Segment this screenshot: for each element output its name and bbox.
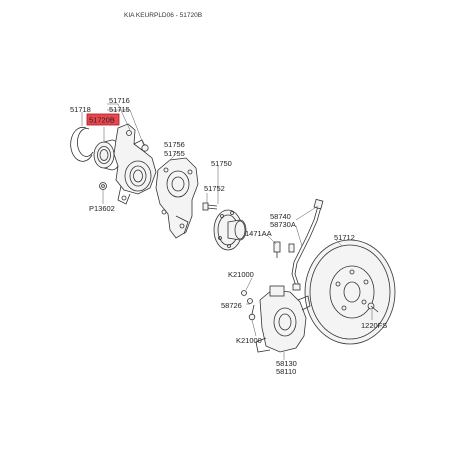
label-51752[interactable]: 51752 — [204, 184, 225, 193]
hose-clip — [273, 241, 281, 258]
brake-caliper — [255, 285, 311, 353]
label-51716[interactable]: 51716 — [109, 96, 130, 105]
label-51720b[interactable]: 51720B — [89, 116, 115, 125]
label-58110[interactable]: 58110 — [276, 367, 296, 376]
highlight-box — [86, 113, 120, 126]
brake-hose — [288, 198, 324, 291]
label-58726[interactable]: 58726 — [221, 301, 242, 310]
disc-screw — [367, 302, 379, 313]
label-k21000-top[interactable]: K21000 — [228, 270, 254, 279]
label-51718[interactable]: 51718 — [70, 105, 91, 114]
label-58130[interactable]: 58130 — [276, 359, 297, 368]
dust-cover — [155, 157, 199, 239]
label-58730a[interactable]: 58730A — [270, 220, 296, 229]
diagram-title: KIA KEURPLD06 - 51720B — [124, 12, 202, 19]
brake-disc — [304, 239, 396, 345]
steering-knuckle — [113, 123, 157, 205]
label-51715[interactable]: 51715 — [109, 105, 130, 114]
part-labels: 51716 51715 51718 51720B 51756 51755 517… — [70, 96, 387, 376]
label-k21000-bottom[interactable]: K21000 — [236, 336, 262, 345]
label-p13602[interactable]: P13602 — [89, 204, 115, 213]
label-51755[interactable]: 51755 — [164, 149, 185, 158]
label-1471aa[interactable]: 1471AA — [245, 229, 272, 238]
hub-bolt — [202, 202, 218, 211]
label-1220fs[interactable]: 1220FS — [361, 321, 387, 330]
label-51750[interactable]: 51750 — [211, 159, 232, 168]
snap-ring — [70, 126, 94, 162]
caliper-bolts — [241, 290, 256, 321]
label-58740[interactable]: 58740 — [270, 212, 291, 221]
wheel-hub — [213, 209, 247, 251]
leader-lines — [81, 103, 373, 360]
label-51712[interactable]: 51712 — [334, 233, 355, 242]
bolt-p13602 — [99, 182, 107, 190]
label-51756[interactable]: 51756 — [164, 140, 185, 149]
